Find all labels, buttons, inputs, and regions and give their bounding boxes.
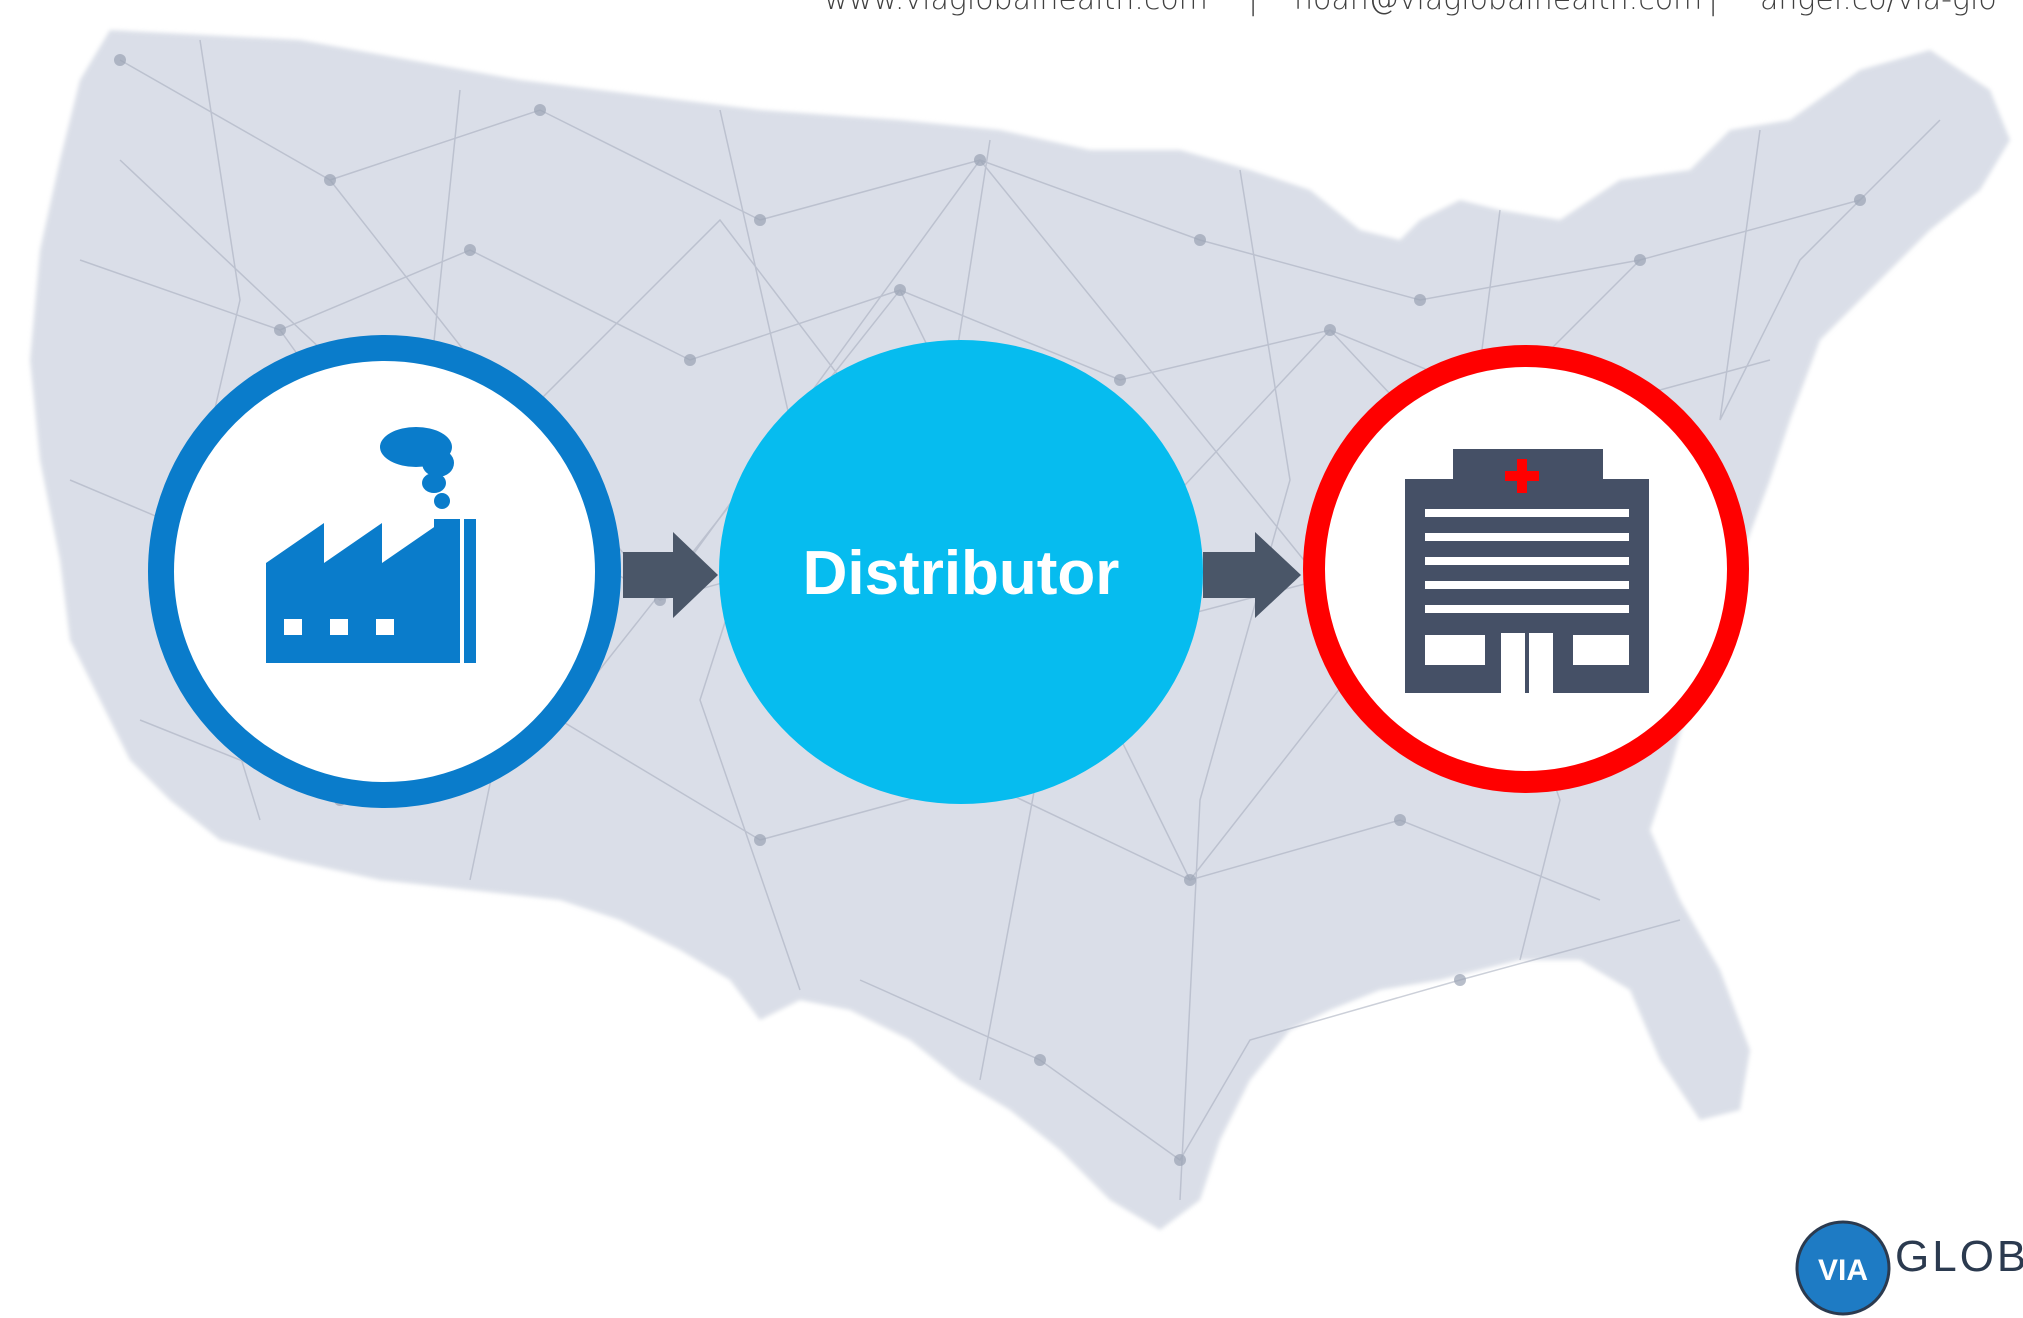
arrow-right-icon — [623, 532, 718, 618]
via-global-logo: VIA — [1795, 1220, 1891, 1316]
distributor-label: Distributor — [802, 539, 1120, 608]
angel-link[interactable]: angel.co/via-glo — [1760, 0, 1997, 17]
separator: | — [1708, 0, 1718, 17]
separator: | — [1248, 0, 1258, 17]
distributor-node: Distributor — [719, 340, 1203, 804]
hospital-node — [1303, 345, 1749, 793]
factory-icon — [266, 427, 476, 663]
hospital-icon — [1405, 449, 1649, 693]
arrow-right-icon — [1203, 532, 1301, 618]
email-link[interactable]: noah@viaglobalhealth.com — [1294, 0, 1702, 17]
logo-mark: VIA — [1818, 1254, 1868, 1287]
website-link[interactable]: www.viaglobalhealth.com — [824, 0, 1208, 17]
manufacturer-node — [148, 335, 621, 808]
logo-text: GLOBAL — [1895, 1232, 2023, 1281]
header-contact-line: www.viaglobalhealth.com | noah@viaglobal… — [820, 0, 2023, 22]
